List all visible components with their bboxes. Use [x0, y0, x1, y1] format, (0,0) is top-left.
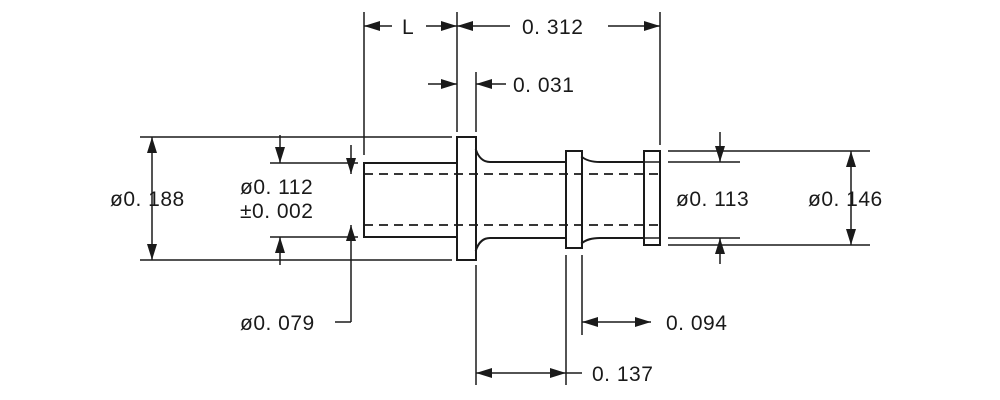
main-flange — [456, 136, 477, 261]
hidden-bore — [364, 173, 658, 226]
middle-collar — [565, 150, 583, 249]
part-outline — [363, 136, 661, 261]
label-hole-diameter: ø0. 079 — [240, 312, 315, 335]
dimension-labels: L 0. 312 0. 031 ø0. 188 ø0. 112 ±0. 002 … — [110, 16, 883, 386]
label-overall-length: 0. 312 — [522, 16, 583, 39]
label-shank-tolerance: ±0. 002 — [240, 200, 313, 223]
right-groove-bottom — [580, 237, 645, 245]
groove-top — [474, 148, 567, 163]
label-flange-thickness: 0. 031 — [513, 74, 574, 97]
label-groove-diameter: ø0. 113 — [676, 188, 749, 211]
label-groove-length: 0. 094 — [666, 312, 727, 335]
end-collar — [643, 150, 661, 246]
groove-bottom — [474, 237, 567, 252]
label-collar-diameter: ø0. 146 — [808, 188, 883, 211]
label-length: L — [402, 16, 414, 39]
label-shank-diameter: ø0. 112 — [240, 176, 313, 199]
label-collar-position: 0. 137 — [592, 363, 653, 386]
label-outer-diameter: ø0. 188 — [110, 188, 185, 211]
left-shank — [363, 162, 458, 238]
extension-lines — [140, 12, 870, 385]
dimension-lines — [147, 21, 856, 378]
right-groove-top — [580, 155, 645, 163]
